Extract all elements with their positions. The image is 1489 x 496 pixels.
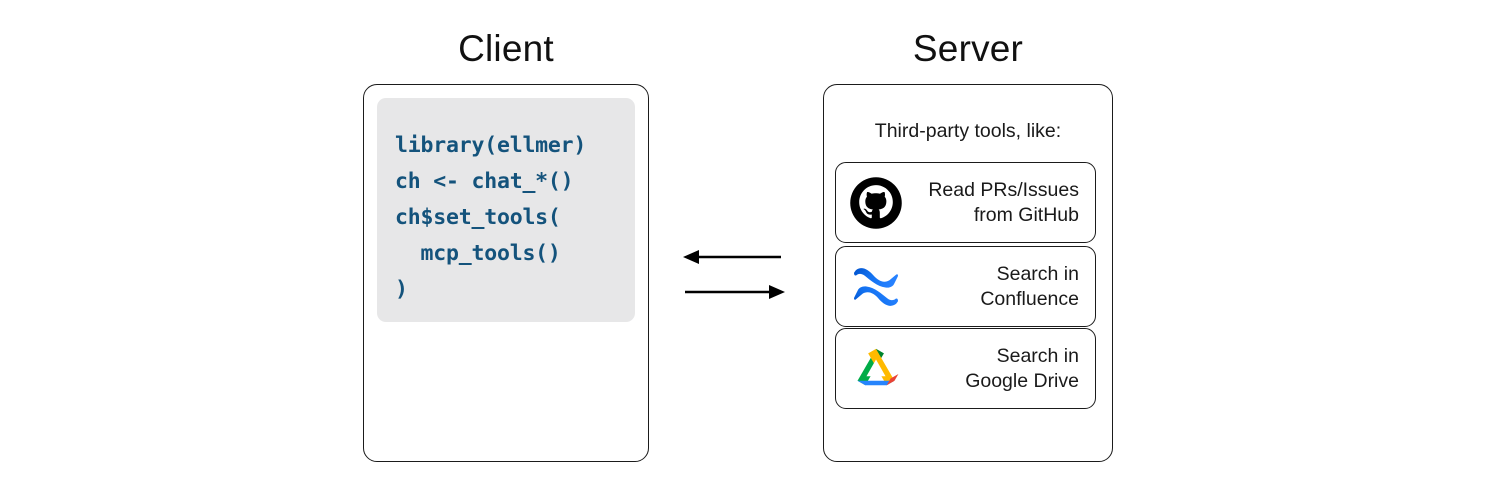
tool-card-github[interactable]: Read PRs/Issues from GitHub xyxy=(835,162,1096,243)
tool-github-line2: from GitHub xyxy=(973,203,1079,226)
tool-card-google-drive[interactable]: Search in Google Drive xyxy=(835,328,1096,409)
tool-drive-line2: Google Drive xyxy=(965,369,1079,392)
tool-github-line1: Read PRs/Issues xyxy=(928,178,1079,201)
tool-confluence-line1: Search in xyxy=(996,262,1079,285)
code-line-2: ch <- chat_*() xyxy=(395,169,574,194)
client-column-title: Client xyxy=(458,28,554,69)
tool-card-google-drive-label: Search in Google Drive xyxy=(904,344,1095,394)
tool-card-confluence[interactable]: Search in Confluence xyxy=(835,246,1096,327)
tool-card-github-label: Read PRs/Issues from GitHub xyxy=(904,178,1095,228)
github-icon xyxy=(850,176,902,229)
request-arrow-right xyxy=(685,285,785,299)
tool-card-confluence-label: Search in Confluence xyxy=(904,262,1095,312)
third-party-tools-label: Third-party tools, like: xyxy=(874,120,1062,142)
server-column-title: Server xyxy=(912,28,1024,69)
code-line-4: mcp_tools() xyxy=(395,241,561,266)
code-line-3: ch$set_tools( xyxy=(395,205,561,230)
tool-confluence-line2: Confluence xyxy=(980,287,1079,310)
connector-arrows xyxy=(683,250,785,299)
code-line-5: ) xyxy=(395,277,408,302)
code-line-1: library(ellmer) xyxy=(395,133,587,158)
response-arrow-left xyxy=(683,250,781,264)
client-code-block: library(ellmer) ch <- chat_*() ch$set_to… xyxy=(377,98,635,322)
confluence-icon xyxy=(854,267,898,306)
tool-drive-line1: Search in xyxy=(996,344,1079,367)
google-drive-icon xyxy=(857,348,899,385)
